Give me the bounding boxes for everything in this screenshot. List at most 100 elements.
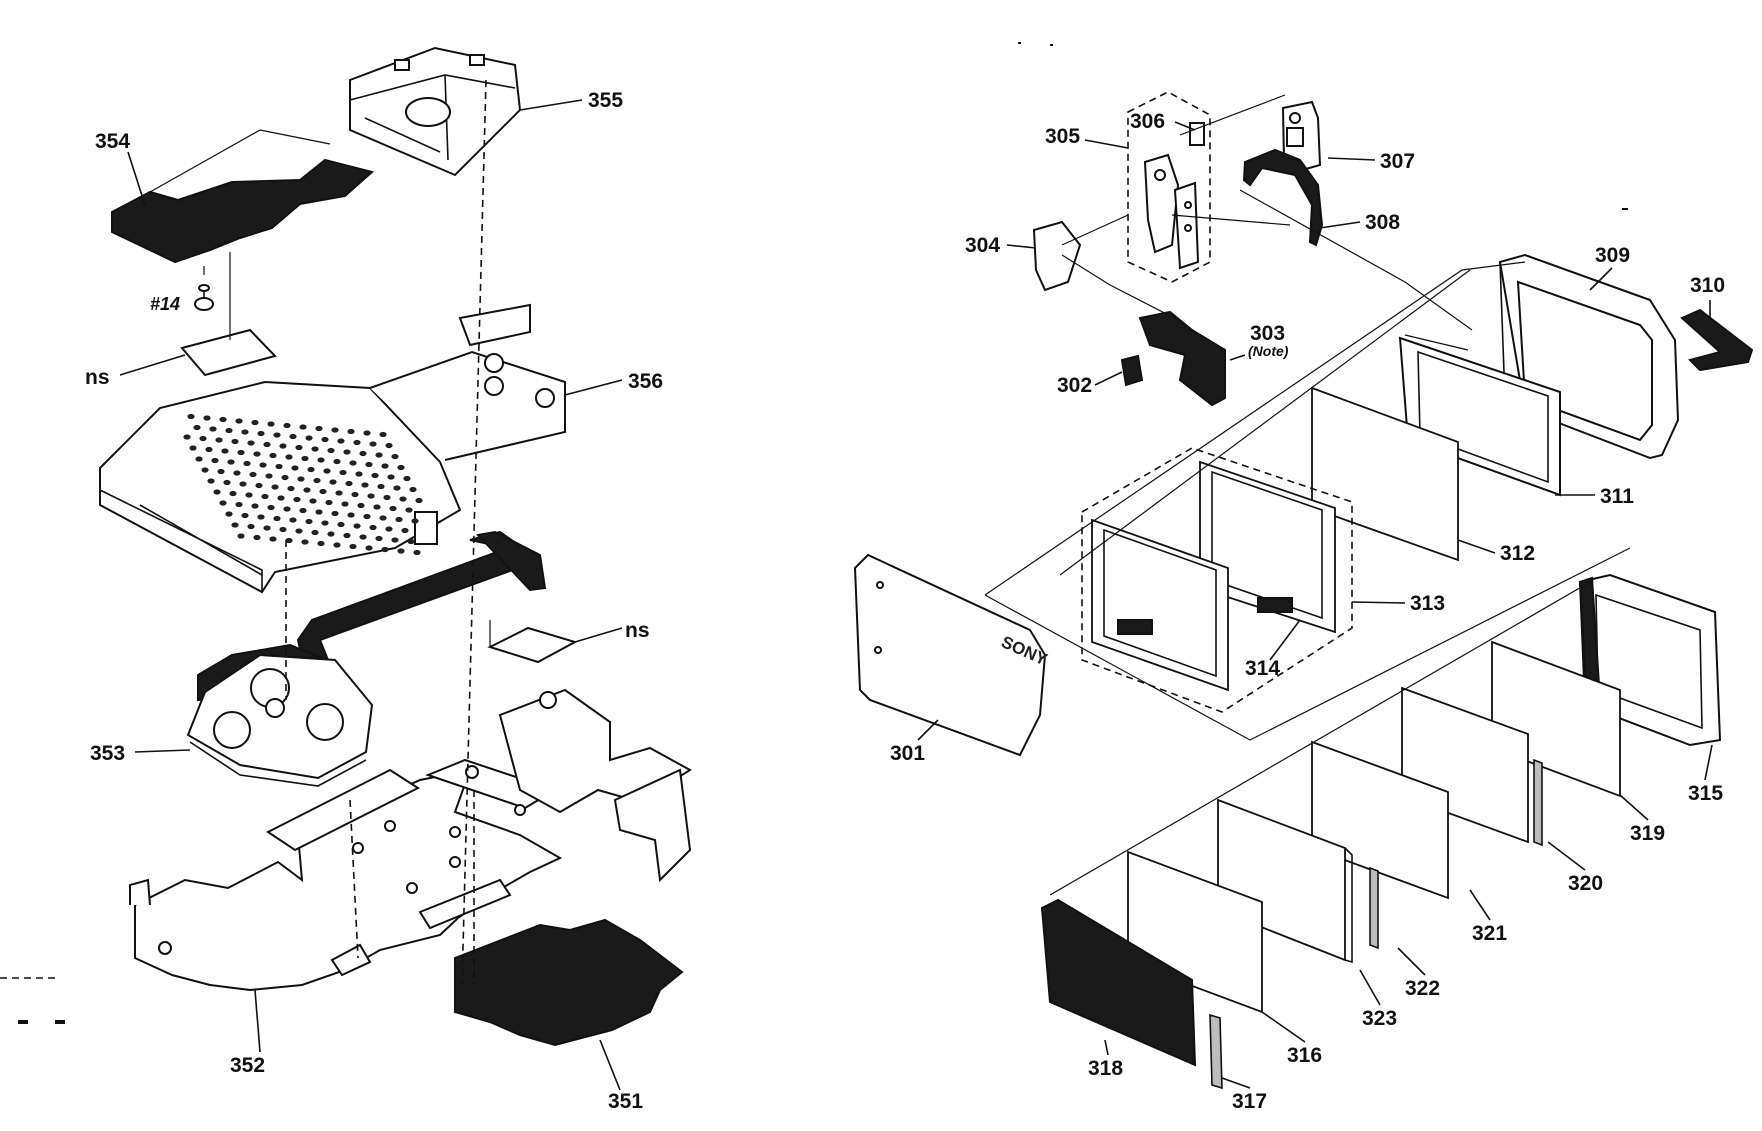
perforation-hole xyxy=(233,470,241,476)
perforation-hole xyxy=(215,437,223,443)
perforation-hole xyxy=(381,546,389,553)
perforation-hole xyxy=(323,468,331,474)
perforation-hole xyxy=(337,521,345,528)
perforation-hole xyxy=(311,529,319,536)
perforation-hole xyxy=(223,479,231,486)
group-313-lcd-set xyxy=(1081,447,1353,713)
perforation-hole xyxy=(265,473,273,479)
perforation-hole xyxy=(239,481,247,487)
perforation-hole xyxy=(379,431,387,438)
perforation-hole xyxy=(237,533,245,539)
perforation-hole xyxy=(229,490,237,497)
perforation-hole xyxy=(387,474,395,480)
ns-pad-middle xyxy=(487,620,578,664)
perforation-hole xyxy=(347,512,355,518)
perforation-hole xyxy=(219,500,227,506)
perforation-hole xyxy=(217,468,225,475)
label-322: 322 xyxy=(1405,977,1440,1000)
perforation-hole xyxy=(341,501,349,507)
perforation-hole xyxy=(343,449,351,455)
perforation-hole xyxy=(379,515,387,521)
label-351: 351 xyxy=(608,1090,643,1113)
part-318-dark-board xyxy=(1040,898,1197,1067)
screw-14 xyxy=(194,266,214,311)
part-353-triangular-base xyxy=(186,643,374,787)
perforation-hole xyxy=(285,454,293,460)
perforation-hole xyxy=(367,493,375,499)
perforation-hole xyxy=(327,531,335,537)
perforation-hole xyxy=(289,433,297,440)
part-310-dark-strip xyxy=(1680,308,1754,372)
perforation-hole xyxy=(357,502,365,509)
perforation-hole xyxy=(307,466,315,473)
label-318: 318 xyxy=(1088,1057,1123,1080)
perforation-hole xyxy=(315,509,323,515)
label-304: 304 xyxy=(965,234,1000,257)
perforation-hole xyxy=(349,460,357,466)
perforation-hole xyxy=(317,457,325,463)
perforation-hole xyxy=(195,456,203,462)
label-306: 306 xyxy=(1130,110,1165,133)
perforation-hole xyxy=(257,514,265,520)
perforation-hole xyxy=(371,472,379,479)
perforation-hole xyxy=(375,535,383,542)
label-309: 309 xyxy=(1595,244,1630,267)
label-313: 313 xyxy=(1410,592,1445,615)
perforation-hole xyxy=(411,518,419,524)
perforation-hole xyxy=(321,520,329,526)
label-354: 354 xyxy=(95,130,130,153)
perforation-hole xyxy=(315,425,323,432)
perforation-hole xyxy=(391,537,399,543)
perforation-hole xyxy=(339,469,347,476)
perforation-hole xyxy=(235,418,243,424)
perforation-hole xyxy=(345,480,353,487)
perforation-hole xyxy=(369,524,377,531)
label-screw-14: #14 xyxy=(150,294,180,314)
perforation-hole xyxy=(247,523,255,530)
perforation-hole xyxy=(361,482,369,488)
perforation-hole xyxy=(295,444,303,451)
perforation-hole xyxy=(363,513,371,520)
perforation-hole xyxy=(355,471,363,477)
perforation-hole xyxy=(395,516,403,523)
perforation-hole xyxy=(303,487,311,493)
label-320: 320 xyxy=(1568,872,1603,895)
part-304-hinge-cover xyxy=(1032,220,1082,292)
perforation-hole xyxy=(397,548,405,554)
perforation-hole xyxy=(279,443,287,449)
perforation-hole xyxy=(201,467,209,473)
left-leader-lines xyxy=(119,99,623,1091)
part-321-sheet xyxy=(1311,740,1449,900)
part-303-board xyxy=(1138,310,1226,407)
perforation-hole xyxy=(293,496,301,503)
perforation-hole xyxy=(375,452,383,458)
label-310: 310 xyxy=(1690,274,1725,297)
perforation-hole xyxy=(295,528,303,534)
label-311: 311 xyxy=(1600,485,1634,508)
label-356: 356 xyxy=(628,370,663,393)
part-307-hinge-bracket xyxy=(1281,100,1322,172)
perforation-hole xyxy=(385,526,393,532)
perforation-hole xyxy=(277,495,285,501)
perforation-hole xyxy=(299,507,307,514)
perforation-hole xyxy=(321,436,329,443)
group-305-hinge-set xyxy=(1127,91,1211,283)
perforation-hole xyxy=(381,463,389,469)
stray-marks xyxy=(18,42,1628,1024)
perforation-hole xyxy=(237,449,245,456)
perforation-hole xyxy=(207,478,215,484)
perforation-hole xyxy=(333,542,341,548)
perforation-hole xyxy=(391,453,399,460)
perforation-hole xyxy=(225,511,233,517)
perforation-hole xyxy=(259,462,267,468)
label-303: 303 xyxy=(1250,322,1285,345)
perforation-hole xyxy=(397,464,405,471)
perforation-hole xyxy=(325,499,333,506)
ns-pad-top xyxy=(180,252,277,377)
perforation-hole xyxy=(405,507,413,513)
perforation-hole xyxy=(353,439,361,446)
label-323: 323 xyxy=(1362,1007,1397,1030)
perforation-hole xyxy=(187,413,195,420)
perforation-hole xyxy=(319,488,327,495)
